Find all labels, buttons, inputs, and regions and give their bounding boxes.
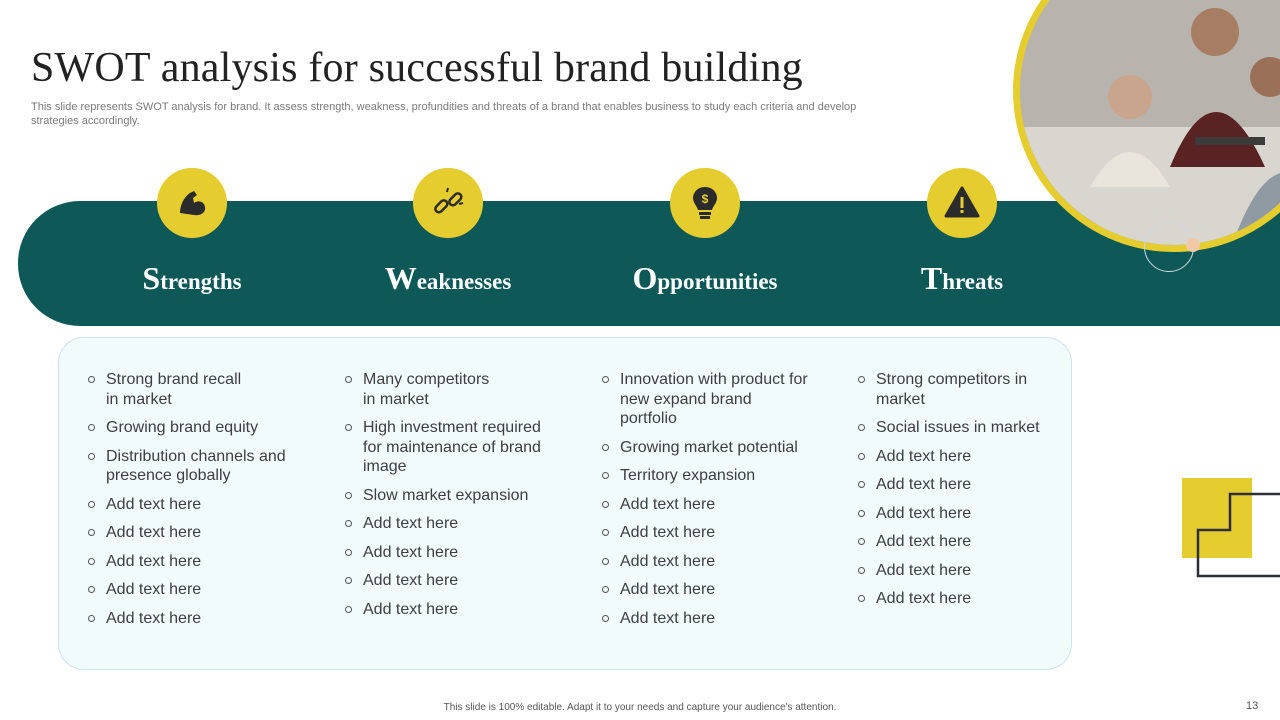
decorative-squares: [1182, 478, 1280, 578]
list-item: Add text here: [858, 475, 1073, 495]
list-item: Add text here: [88, 523, 303, 543]
list-item: Add text here: [858, 447, 1073, 467]
swot-header-band: [18, 201, 1280, 326]
list-item: Add text here: [602, 580, 817, 600]
list-item: Distribution channels and presence globa…: [88, 447, 298, 486]
list-item: Growing market potential: [602, 438, 817, 458]
list-item: High investment required for maintenance…: [345, 418, 545, 477]
slide-subtitle: This slide represents SWOT analysis for …: [31, 101, 857, 127]
weaknesses-list: Many competitors in market High investme…: [345, 370, 560, 628]
list-item: Add text here: [345, 543, 560, 563]
opportunities-title: Opportunities: [632, 260, 778, 296]
warning-triangle-icon: [927, 168, 997, 238]
strengths-title: Strengths: [142, 260, 242, 296]
list-item: Add text here: [858, 561, 1073, 581]
slide-title: SWOT analysis for successful brand build…: [31, 45, 803, 91]
list-item: Add text here: [858, 504, 1073, 524]
broken-link-icon: [413, 168, 483, 238]
slide-footer: This slide is 100% editable. Adapt it to…: [443, 702, 837, 713]
list-item: Add text here: [858, 589, 1073, 609]
list-item: Add text here: [858, 532, 1073, 552]
list-item: Innovation with product for new expand b…: [602, 370, 812, 429]
list-item: Add text here: [88, 580, 303, 600]
list-item: Add text here: [345, 514, 560, 534]
list-item: Add text here: [602, 495, 817, 515]
threats-list: Strong competitors in market Social issu…: [858, 370, 1073, 618]
flexed-arm-icon: [157, 168, 227, 238]
list-item: Add text here: [88, 495, 303, 515]
strengths-list: Strong brand recall in market Growing br…: [88, 370, 303, 637]
opportunities-list: Innovation with product for new expand b…: [602, 370, 817, 637]
page-number: 13: [1246, 700, 1259, 712]
list-item: Add text here: [88, 552, 303, 572]
decorative-dot: [1186, 238, 1200, 252]
list-item: Strong brand recall in market: [88, 370, 248, 409]
weaknesses-title: Weaknesses: [384, 260, 512, 296]
list-item: Many competitors in market: [345, 370, 505, 409]
list-item: Social issues in market: [858, 418, 1073, 438]
list-item: Strong competitors in market: [858, 370, 1028, 409]
list-item: Slow market expansion: [345, 486, 560, 506]
list-item: Growing brand equity: [88, 418, 303, 438]
list-item: Territory expansion: [602, 466, 817, 486]
list-item: Add text here: [602, 609, 817, 629]
list-item: Add text here: [345, 600, 560, 620]
svg-text:$: $: [702, 192, 709, 206]
list-item: Add text here: [602, 523, 817, 543]
threats-title: Threats: [920, 260, 1004, 296]
lightbulb-dollar-icon: $: [670, 168, 740, 238]
list-item: Add text here: [345, 571, 560, 591]
list-item: Add text here: [88, 609, 303, 629]
swot-content-panel: [58, 337, 1072, 670]
team-meeting-photo: [1013, 0, 1280, 252]
list-item: Add text here: [602, 552, 817, 572]
